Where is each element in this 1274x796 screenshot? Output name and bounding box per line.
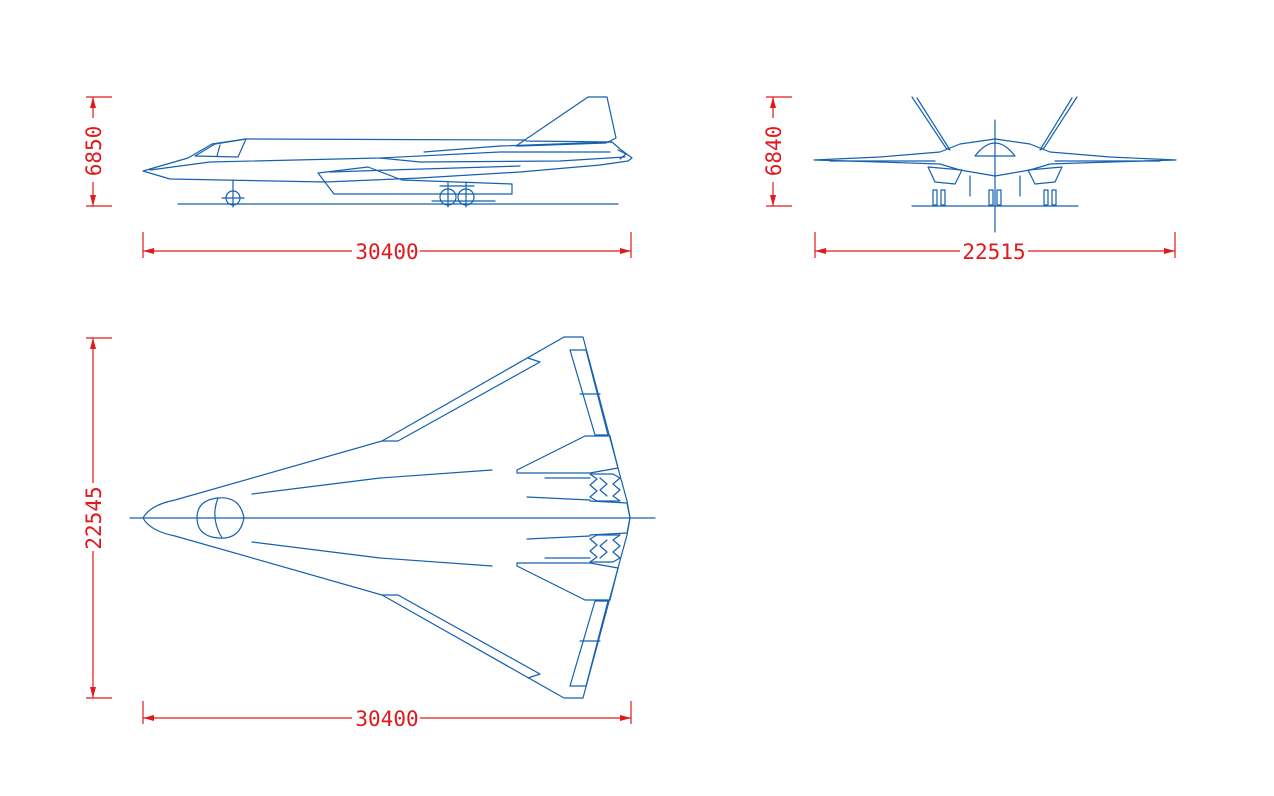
- top-span-dimension: 22545: [82, 337, 112, 699]
- side-weapons-bay: [317, 166, 513, 195]
- front-intake-left: [927, 166, 963, 185]
- front-span-dimension: 22515: [814, 232, 1176, 264]
- top-upper-nozzle-inner: [599, 477, 608, 497]
- side-strake-line: [423, 141, 613, 153]
- top-tail-cone: [589, 500, 631, 536]
- top-lower-body-line: [251, 541, 493, 567]
- side-vertical-tail: [515, 96, 617, 147]
- front-span-label: 22515: [962, 240, 1025, 264]
- top-length-dimension: 30400: [142, 701, 632, 731]
- side-canopy: [194, 138, 247, 158]
- top-lower-nozzle-inner: [599, 539, 608, 559]
- front-height-label: 6840: [762, 126, 786, 177]
- side-length-label: 30400: [355, 240, 418, 264]
- front-height-dimension: 6840: [762, 96, 792, 207]
- side-canopy-frame: [216, 144, 221, 157]
- top-span-label: 22545: [82, 486, 106, 549]
- top-upper-tail: [516, 435, 619, 474]
- side-height-label: 6850: [82, 126, 106, 177]
- top-lower-tail: [516, 562, 619, 601]
- side-height-dimension: 6850: [82, 96, 112, 207]
- side-exhaust: [617, 149, 627, 160]
- top-upper-nozzle: [589, 473, 621, 502]
- side-length-dimension: 30400: [142, 232, 632, 264]
- top-nacelle-lines: [526, 496, 591, 540]
- side-main-gear: [431, 182, 496, 208]
- front-canopy: [974, 142, 1016, 157]
- front-wing-fuselage: [813, 138, 1177, 177]
- top-upper-elevon-outer: [569, 349, 609, 436]
- top-lower-elevon-outer: [569, 600, 609, 687]
- front-tail-right: [1039, 96, 1078, 151]
- top-upper-body-line: [251, 469, 493, 495]
- top-view: [129, 336, 656, 699]
- side-view: [142, 96, 633, 208]
- front-landing-gear: [932, 175, 1057, 206]
- side-fuselage-mid-line: [379, 156, 626, 163]
- top-length-label: 30400: [355, 707, 418, 731]
- front-view: [813, 96, 1177, 233]
- top-nacelle-lines-2: [544, 477, 591, 559]
- side-nose-gear: [221, 179, 245, 208]
- front-tail-left: [911, 96, 951, 151]
- top-lower-wing-strake: [381, 594, 541, 679]
- side-chine-line: [329, 165, 521, 173]
- front-intake-right: [1027, 166, 1063, 185]
- top-lower-nozzle: [589, 534, 621, 563]
- top-upper-wing-strake: [381, 357, 541, 442]
